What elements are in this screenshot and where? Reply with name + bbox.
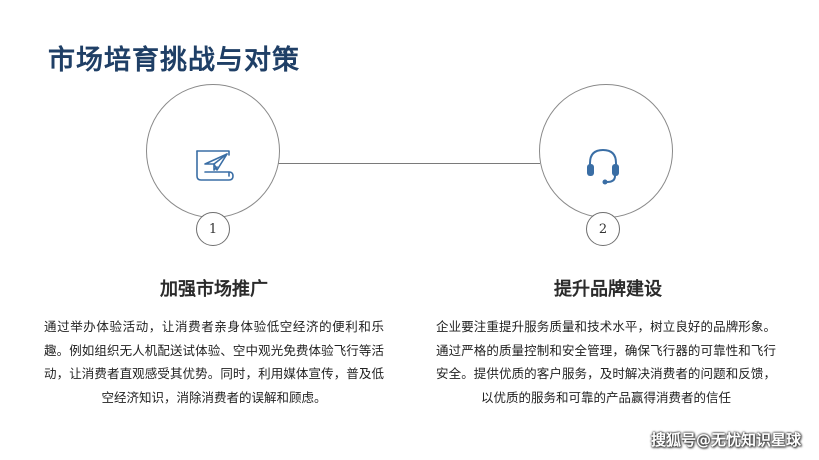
page-title: 市场培育挑战与对策 (48, 45, 300, 76)
connector-line (276, 163, 540, 164)
section-heading: 加强市场推广 (160, 279, 268, 300)
section-description: 通过举办体验活动，让消费者亲身体验低空经济的便利和乐趣。例如组织无人机配送试体验… (44, 319, 384, 405)
watermark: 搜狐号@无忧知识星球 (650, 431, 801, 449)
step-number-badge: 2 (586, 212, 620, 246)
section-description: 企业要注重提升服务质量和技术水平，树立良好的品牌形象。通过严格的质量控制和安全管… (436, 319, 776, 405)
headset-icon (587, 148, 619, 185)
section-heading: 提升品牌建设 (554, 279, 662, 300)
paper-plane-icon (196, 150, 234, 181)
step-number-badge: 1 (196, 212, 230, 246)
